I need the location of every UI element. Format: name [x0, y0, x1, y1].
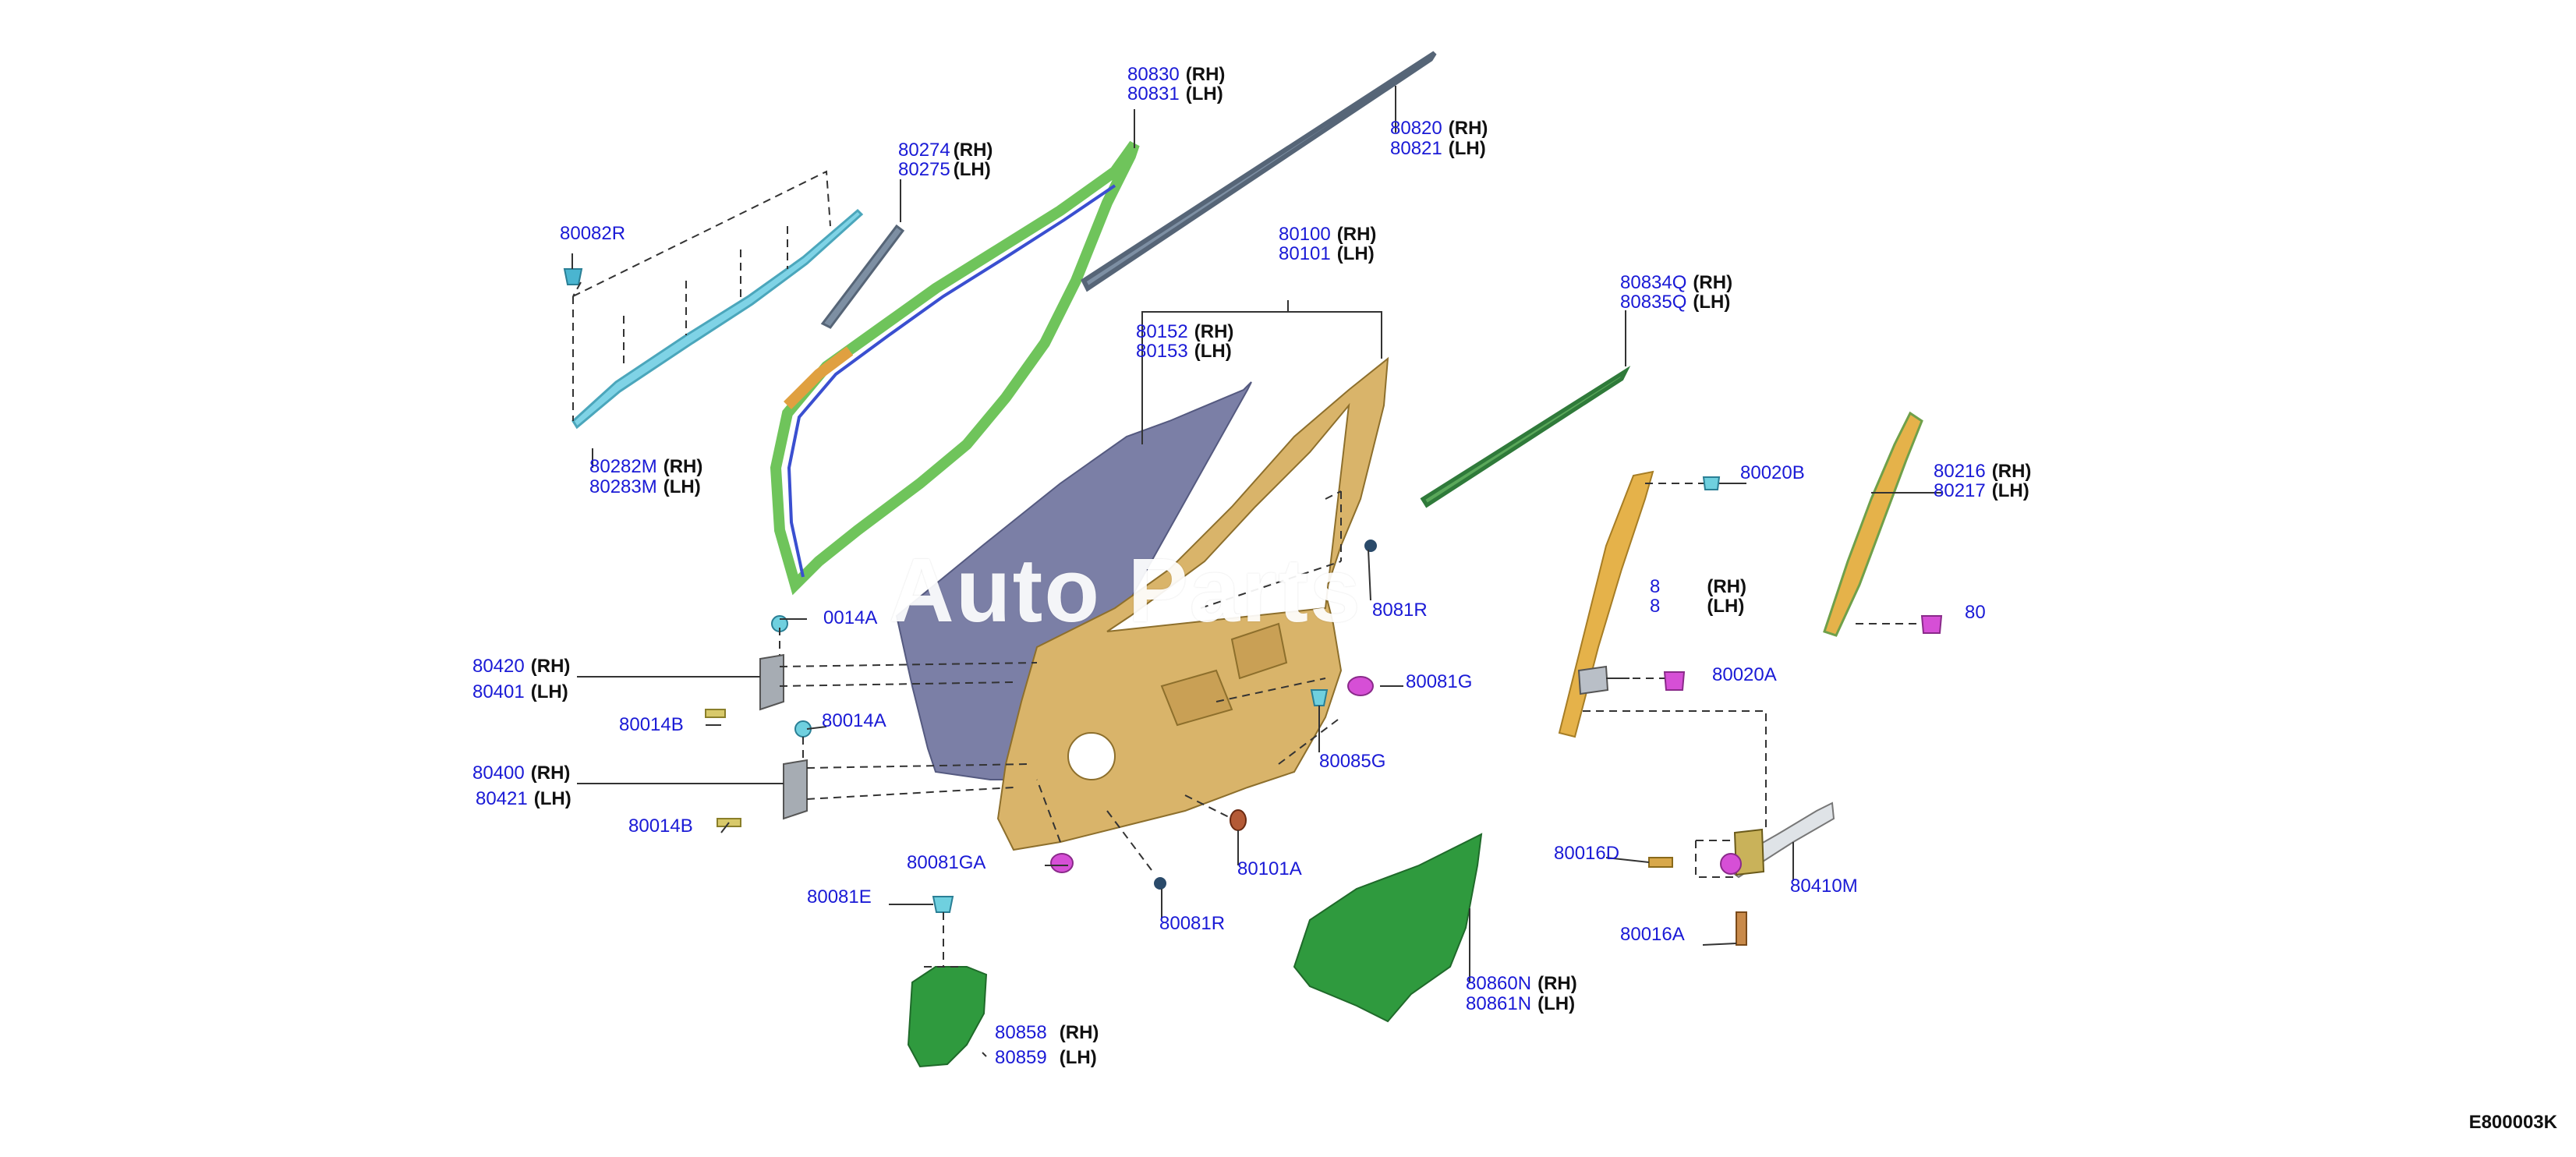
dash-roof-moulding [572, 170, 831, 421]
dash-door-right [1200, 490, 1342, 765]
label-80859: 80859(LH) [995, 1047, 1097, 1068]
small-insulator [907, 966, 988, 1068]
label-80821: 80821(LH) [1390, 138, 1486, 159]
label-80014B-b: 80014B [628, 816, 693, 837]
inner-trim-panel [1293, 833, 1483, 1023]
label-80831: 80831(LH) [1127, 83, 1223, 104]
grommet-80081GA [1050, 853, 1074, 873]
grommet-80081G [1347, 676, 1374, 696]
label-80275: 80275(LH) [898, 159, 991, 180]
door-speaker-hole [1067, 732, 1116, 780]
clip-80082R [563, 268, 583, 285]
label-80820: 80820(RH) [1390, 118, 1488, 139]
label-80834Q: 80834Q(RH) [1620, 272, 1733, 293]
label-80410M: 80410M [1790, 876, 1858, 897]
label-80421: 80421(LH) [476, 788, 571, 809]
label-80020B: 80020B [1740, 462, 1805, 483]
dash-striker [1583, 710, 1767, 878]
dash-80081E [924, 912, 963, 968]
striker-bracket [1577, 665, 1609, 695]
label-80014B-a: 80014B [619, 714, 684, 735]
pillar-garnish [820, 224, 905, 329]
label-80830: 80830(RH) [1127, 64, 1226, 85]
label-80861N: 80861N(LH) [1466, 993, 1576, 1014]
label-80081R-mid: 8081R [1372, 600, 1428, 621]
label-80216: 80216(RH) [1934, 461, 2032, 482]
upper-hinge [759, 653, 784, 711]
label-partial-1: 8(RH) [1650, 576, 1747, 597]
label-partial-3: 80 [1965, 602, 1986, 623]
label-80020A: 80020A [1712, 664, 1777, 685]
belt-moulding [1420, 366, 1631, 508]
label-80081GA: 80081GA [907, 852, 986, 873]
clip-right-magenta [1920, 615, 1943, 634]
clip-80020A [1663, 671, 1686, 691]
clip-80081R-mid [1364, 540, 1377, 552]
door-weatherstrip-inner [787, 184, 1116, 578]
bolt-80016A [1736, 911, 1747, 946]
label-80858: 80858(RH) [995, 1022, 1099, 1043]
label-80153: 80153(LH) [1136, 341, 1232, 362]
plug-80101A [1230, 809, 1247, 831]
label-80014A-top: 0014A [823, 607, 878, 628]
door-window-opening [1106, 402, 1350, 632]
bolt-80014B-a [705, 709, 726, 718]
label-80282M: 80282M(RH) [589, 456, 703, 477]
b-pillar-inner-trim [1823, 411, 1923, 637]
clip-80081E [932, 896, 954, 913]
label-80400: 80400(RH) [472, 762, 571, 784]
label-80101: 80101(LH) [1279, 243, 1375, 264]
clip-80020B [1702, 476, 1721, 490]
label-80081R: 80081R [1159, 913, 1226, 934]
label-80835Q: 80835Q(LH) [1620, 292, 1731, 313]
leader-lines [571, 86, 1941, 1057]
dash-hinge-lower [802, 737, 1030, 800]
label-80283M: 80283M(LH) [589, 476, 701, 497]
label-80085G: 80085G [1319, 751, 1386, 772]
clip-80085G [1310, 689, 1329, 706]
label-80082R: 80082R [560, 223, 626, 244]
label-80016D: 80016D [1554, 843, 1620, 864]
bolt-80016D [1648, 857, 1673, 868]
label-80081G: 80081G [1406, 671, 1473, 692]
label-80401: 80401(LH) [472, 681, 568, 702]
label-partial-2: 8(LH) [1650, 596, 1745, 617]
label-80274: 80274(RH) [898, 140, 993, 161]
label-80217: 80217(LH) [1934, 480, 2029, 501]
door-weatherstrip-orange [784, 346, 854, 409]
label-80016A: 80016A [1620, 924, 1685, 945]
watermark: Auto Parts [889, 540, 1362, 641]
door-inner-cutouts [1160, 622, 1288, 727]
label-80420: 80420(RH) [472, 656, 571, 677]
b-pillar-outer-trim [1558, 470, 1654, 738]
clip-80081R [1154, 877, 1166, 890]
label-80081E: 80081E [807, 886, 872, 908]
label-80860N: 80860N(RH) [1466, 973, 1577, 994]
diagram-code: E800003K [2468, 1112, 2557, 1133]
dash-door-lower [1036, 779, 1233, 874]
lower-hinge [783, 759, 808, 820]
dash-hinge-upper [779, 628, 1038, 687]
label-80014A: 80014A [822, 710, 886, 731]
upper-glass-run-rail [1081, 51, 1437, 292]
label-80100: 80100(RH) [1279, 224, 1377, 245]
label-80101A: 80101A [1237, 858, 1302, 879]
label-80152: 80152(RH) [1136, 321, 1234, 342]
door-check-clip [1720, 853, 1742, 875]
